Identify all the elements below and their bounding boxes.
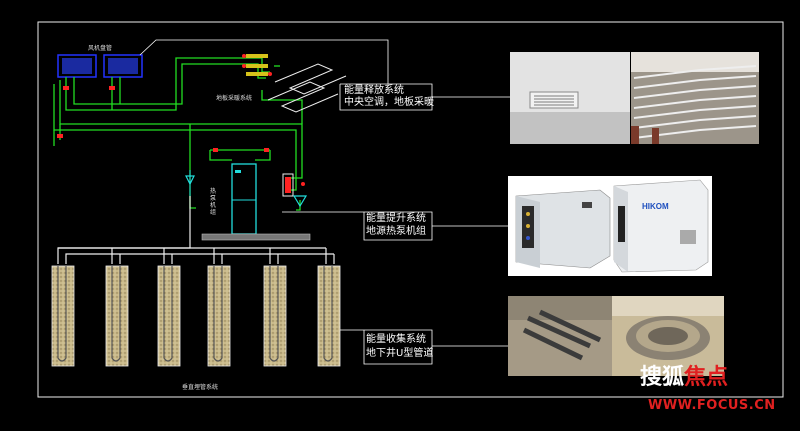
fan-coil-unit-left <box>57 54 97 78</box>
pipe-valves <box>57 86 305 186</box>
borehole-4 <box>207 265 231 367</box>
borehole-1 <box>51 265 75 367</box>
energy-release-detail: 中央空调，地板采暖 <box>344 97 434 108</box>
borehole-header-pipes <box>57 196 335 264</box>
fancoil-leader-line <box>139 39 389 84</box>
energy-collect-detail: 地下井U型管道 <box>366 348 434 359</box>
photo-ground-loops <box>508 296 724 376</box>
fancoil-label: 风机盘管 <box>88 45 113 52</box>
watermark-url: WWW.FOCUS.CN <box>648 398 776 413</box>
callout-lines <box>282 83 512 365</box>
fan-coil-unit-right <box>103 54 143 78</box>
energy-lift-detail: 地源热泵机组 <box>366 226 426 237</box>
watermark-red: 焦点 <box>684 365 729 390</box>
brand-badge: HIKOM <box>642 202 669 211</box>
energy-collect-title: 能量收集系统 <box>366 334 426 345</box>
energy-release-title: 能量释放系统 <box>344 85 404 96</box>
expansion-tank <box>282 173 294 197</box>
diagram-frame <box>37 21 784 398</box>
borehole-3 <box>157 265 181 367</box>
watermark-cn: 搜狐 <box>640 365 685 390</box>
borehole-5 <box>263 265 287 367</box>
watermark-logo: 搜狐焦点 <box>640 366 728 390</box>
borehole-2 <box>105 265 129 367</box>
photo-heat-pump-units <box>508 176 712 276</box>
floor-heating-coils <box>267 63 347 113</box>
borehole-6 <box>317 265 341 367</box>
vertical-pipe-label: 垂直埋管系统 <box>182 384 219 391</box>
photo-ceiling-vent <box>510 52 630 144</box>
floor-heating-label: 地板采暖系统 <box>216 95 253 102</box>
green-pipe-network <box>53 57 303 211</box>
photo-floor-heating <box>631 52 759 144</box>
heat-pump-unit <box>231 163 257 235</box>
manifold-valves <box>242 54 272 76</box>
heat-pump-label: 热泵机组 <box>210 188 217 216</box>
energy-lift-title: 能量提升系统 <box>366 213 426 224</box>
pump-symbol-right <box>292 195 308 208</box>
pump-symbol-left <box>185 170 195 196</box>
heat-pump-base <box>201 233 311 241</box>
